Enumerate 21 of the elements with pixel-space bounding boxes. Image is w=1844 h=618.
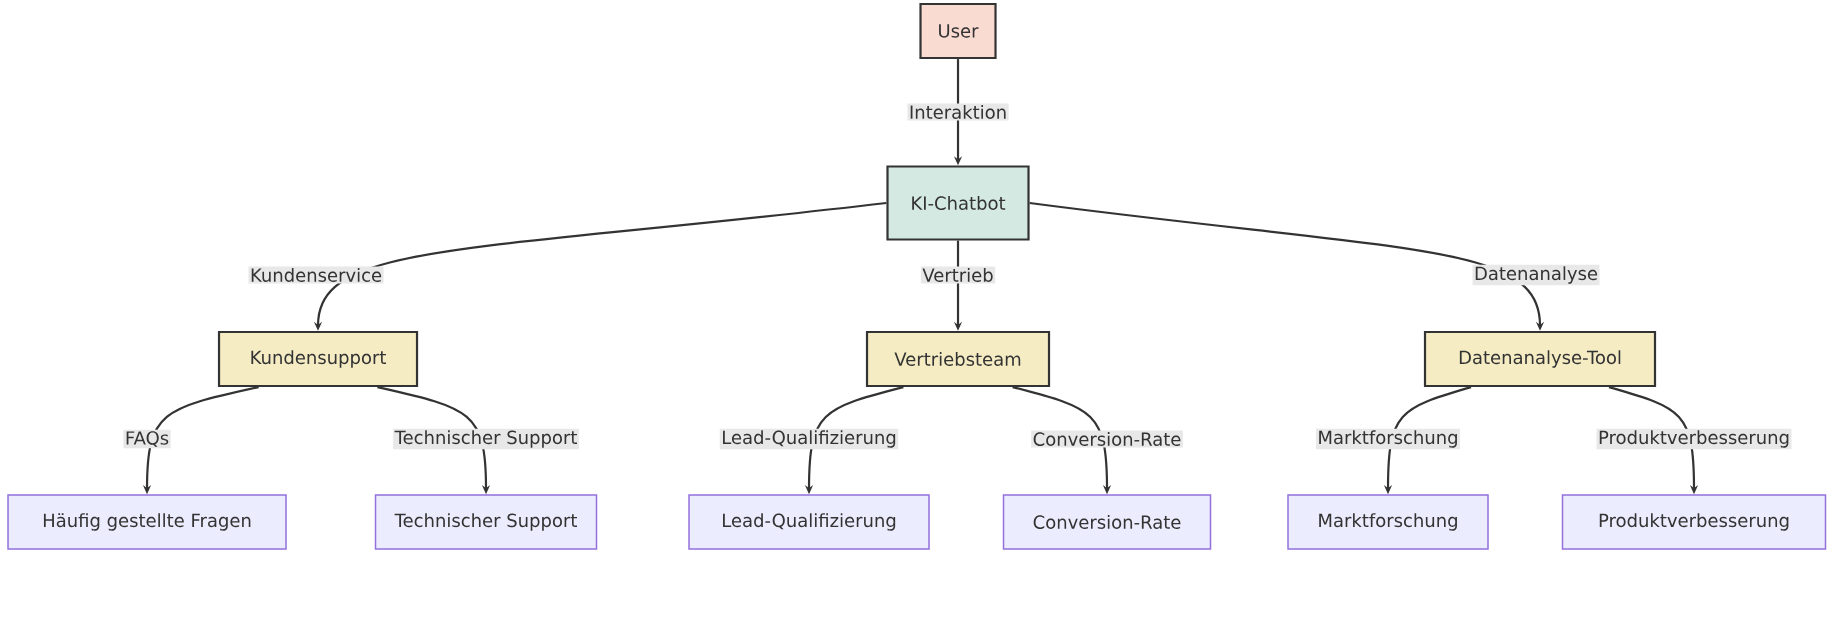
process-box: KI-Chatbot: [886, 165, 1030, 241]
edge-label: Kundenservice: [248, 266, 384, 284]
edge-label: Marktforschung: [1315, 428, 1461, 450]
process-box: Häufig gestellte Fragen: [7, 494, 287, 550]
process-box: Marktforschung: [1287, 494, 1489, 550]
process-box: Vertriebsteam: [865, 330, 1051, 388]
edge-label: Conversion-Rate: [1031, 430, 1183, 448]
process-box: Conversion-Rate: [1002, 494, 1212, 550]
edge-label: Produktverbesserung: [1596, 428, 1792, 450]
process-box: Datenanalyse-Tool: [1423, 330, 1657, 388]
process-box: Kundensupport: [217, 330, 419, 388]
process-box: Produktverbesserung: [1561, 494, 1827, 550]
process-box: User: [919, 2, 997, 60]
edge-label: Interaktion: [907, 103, 1009, 121]
edge-label: Technischer Support: [393, 428, 579, 450]
edge-label: Lead-Qualifizierung: [719, 428, 899, 450]
process-box: Lead-Qualifizierung: [688, 494, 930, 550]
edge-label: FAQs: [123, 429, 171, 449]
edge-label: Vertrieb: [920, 266, 996, 284]
process-box: Technischer Support: [374, 494, 598, 550]
edge-label: Datenanalyse: [1472, 264, 1600, 286]
